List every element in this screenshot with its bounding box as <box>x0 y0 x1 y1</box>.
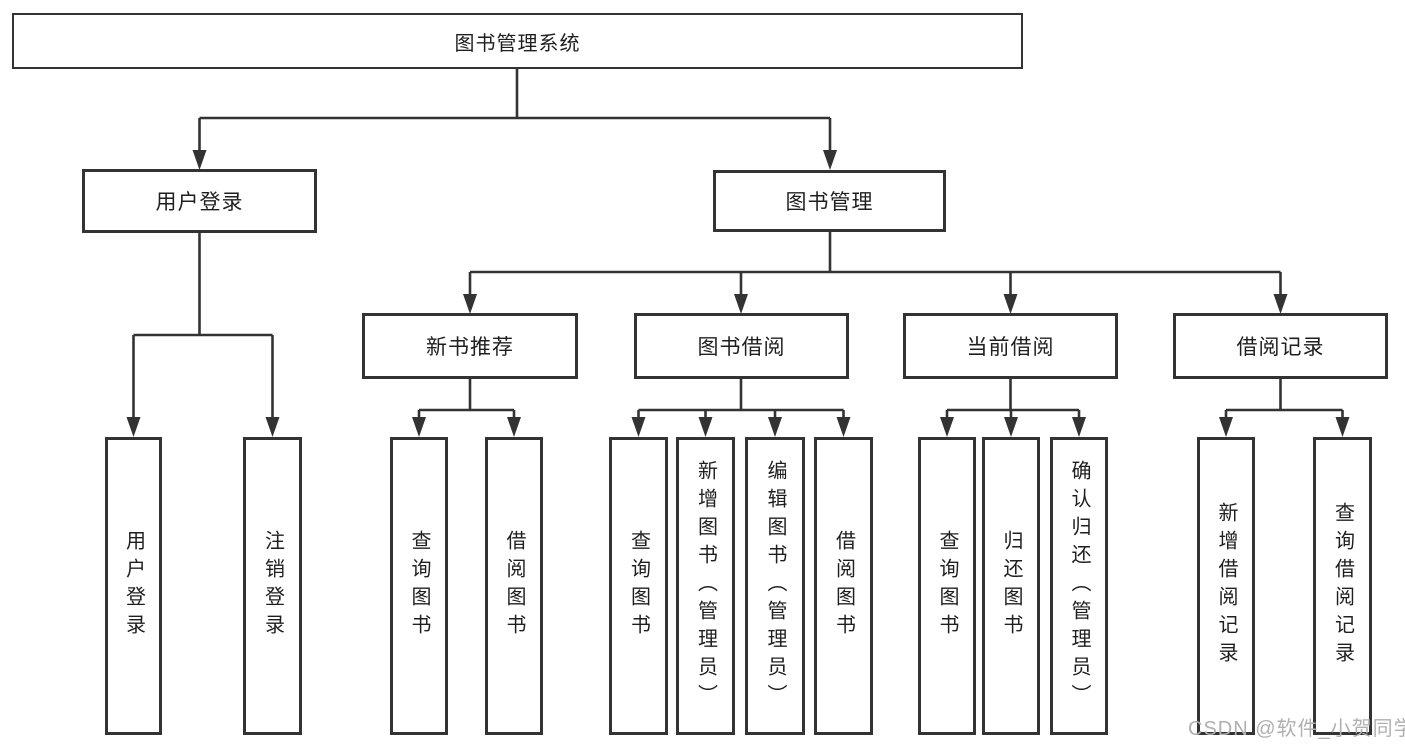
node-current-borrowing: 当前借阅 <box>903 313 1118 379</box>
leaf-add-books-admin-label: 新增图书（管理员） <box>694 460 717 712</box>
node-user-login-label: 用户登录 <box>155 191 244 214</box>
leaf-query-borrow-record-label: 查询借阅记录 <box>1331 502 1354 670</box>
node-current-borrowing-label: 当前借阅 <box>966 336 1055 359</box>
leaf-borrow-books-borrowing: 借阅图书 <box>814 437 873 735</box>
node-book-borrowing-label: 图书借阅 <box>697 336 786 359</box>
node-book-management-label: 图书管理 <box>785 191 874 214</box>
leaf-borrow-books-recommend-label: 借阅图书 <box>503 530 525 642</box>
leaf-confirm-return-admin: 确认归还（管理员） <box>1050 437 1108 735</box>
leaf-query-books-borrowing: 查询图书 <box>609 437 668 735</box>
leaf-borrow-books-recommend: 借阅图书 <box>485 437 543 735</box>
node-user-login: 用户登录 <box>82 169 317 233</box>
leaf-return-books: 归还图书 <box>982 437 1040 735</box>
leaf-query-books-current: 查询图书 <box>918 437 976 735</box>
leaf-user-login-label: 用户登录 <box>122 530 145 642</box>
node-root: 图书管理系统 <box>12 13 1023 69</box>
leaf-edit-books-admin-label: 编辑图书（管理员） <box>764 460 786 712</box>
node-book-borrowing: 图书借阅 <box>634 313 849 379</box>
leaf-query-books-borrowing-label: 查询图书 <box>627 530 650 642</box>
node-root-label: 图书管理系统 <box>454 32 581 55</box>
watermark: CSDN @软件_小贺同学 <box>1188 718 1405 740</box>
leaf-logout: 注销登录 <box>243 437 302 735</box>
node-book-management: 图书管理 <box>713 170 946 232</box>
node-borrowing-records-label: 借阅记录 <box>1236 336 1325 359</box>
leaf-query-borrow-record: 查询借阅记录 <box>1313 437 1372 735</box>
node-new-book-recommendation-label: 新书推荐 <box>426 336 514 359</box>
leaf-query-books-recommend: 查询图书 <box>390 437 448 735</box>
leaf-add-borrow-record-label: 新增借阅记录 <box>1215 502 1237 670</box>
node-new-book-recommendation: 新书推荐 <box>362 313 578 379</box>
node-borrowing-records: 借阅记录 <box>1173 313 1388 379</box>
leaf-query-books-current-label: 查询图书 <box>936 530 958 642</box>
leaf-logout-label: 注销登录 <box>261 530 284 642</box>
leaf-confirm-return-admin-label: 确认归还（管理员） <box>1068 460 1090 712</box>
leaf-edit-books-admin: 编辑图书（管理员） <box>745 437 805 735</box>
leaf-add-borrow-record: 新增借阅记录 <box>1197 437 1255 735</box>
leaf-user-login: 用户登录 <box>105 437 162 735</box>
leaf-query-books-recommend-label: 查询图书 <box>408 530 430 642</box>
leaf-add-books-admin: 新增图书（管理员） <box>676 437 735 735</box>
leaf-borrow-books-borrowing-label: 借阅图书 <box>832 530 855 642</box>
leaf-return-books-label: 归还图书 <box>1000 530 1022 642</box>
